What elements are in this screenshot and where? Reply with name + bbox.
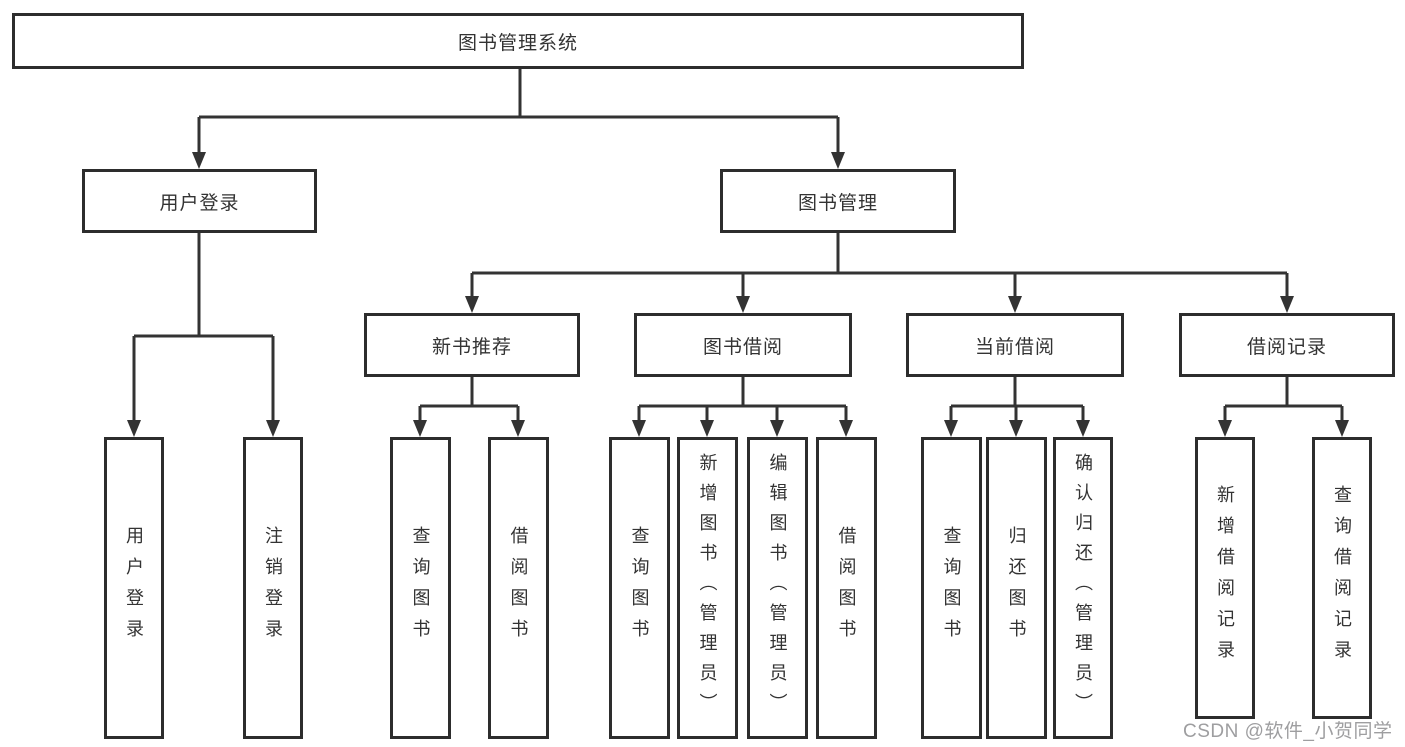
leaf-borrow-books-recommend: 借阅图书 (488, 437, 549, 739)
node-new-book-recommendation: 新书推荐 (364, 313, 580, 377)
leaf-add-books-admin: 新增图书（管理员） (677, 437, 738, 739)
leaf-borrow-books-borrowing: 借阅图书 (816, 437, 877, 739)
leaf-query-books-current: 查询图书 (921, 437, 982, 739)
leaf-user-login: 用户登录 (104, 437, 164, 739)
leaf-confirm-return-admin: 确认归还（管理员） (1053, 437, 1113, 739)
node-book-borrowing: 图书借阅 (634, 313, 852, 377)
csdn-watermark: CSDN @软件_小贺同学 (1183, 721, 1393, 742)
leaf-query-books-recommend: 查询图书 (390, 437, 451, 739)
leaf-logout: 注销登录 (243, 437, 303, 739)
leaf-query-books-borrowing: 查询图书 (609, 437, 670, 739)
leaf-return-books: 归还图书 (986, 437, 1047, 739)
node-borrowing-records: 借阅记录 (1179, 313, 1395, 377)
node-user-login: 用户登录 (82, 169, 317, 233)
leaf-query-borrow-record: 查询借阅记录 (1312, 437, 1372, 719)
node-book-management: 图书管理 (720, 169, 956, 233)
leaf-edit-books-admin: 编辑图书（管理员） (747, 437, 808, 739)
leaf-add-borrow-record: 新增借阅记录 (1195, 437, 1255, 719)
node-current-borrowing: 当前借阅 (906, 313, 1124, 377)
node-library-management-system: 图书管理系统 (12, 13, 1024, 69)
